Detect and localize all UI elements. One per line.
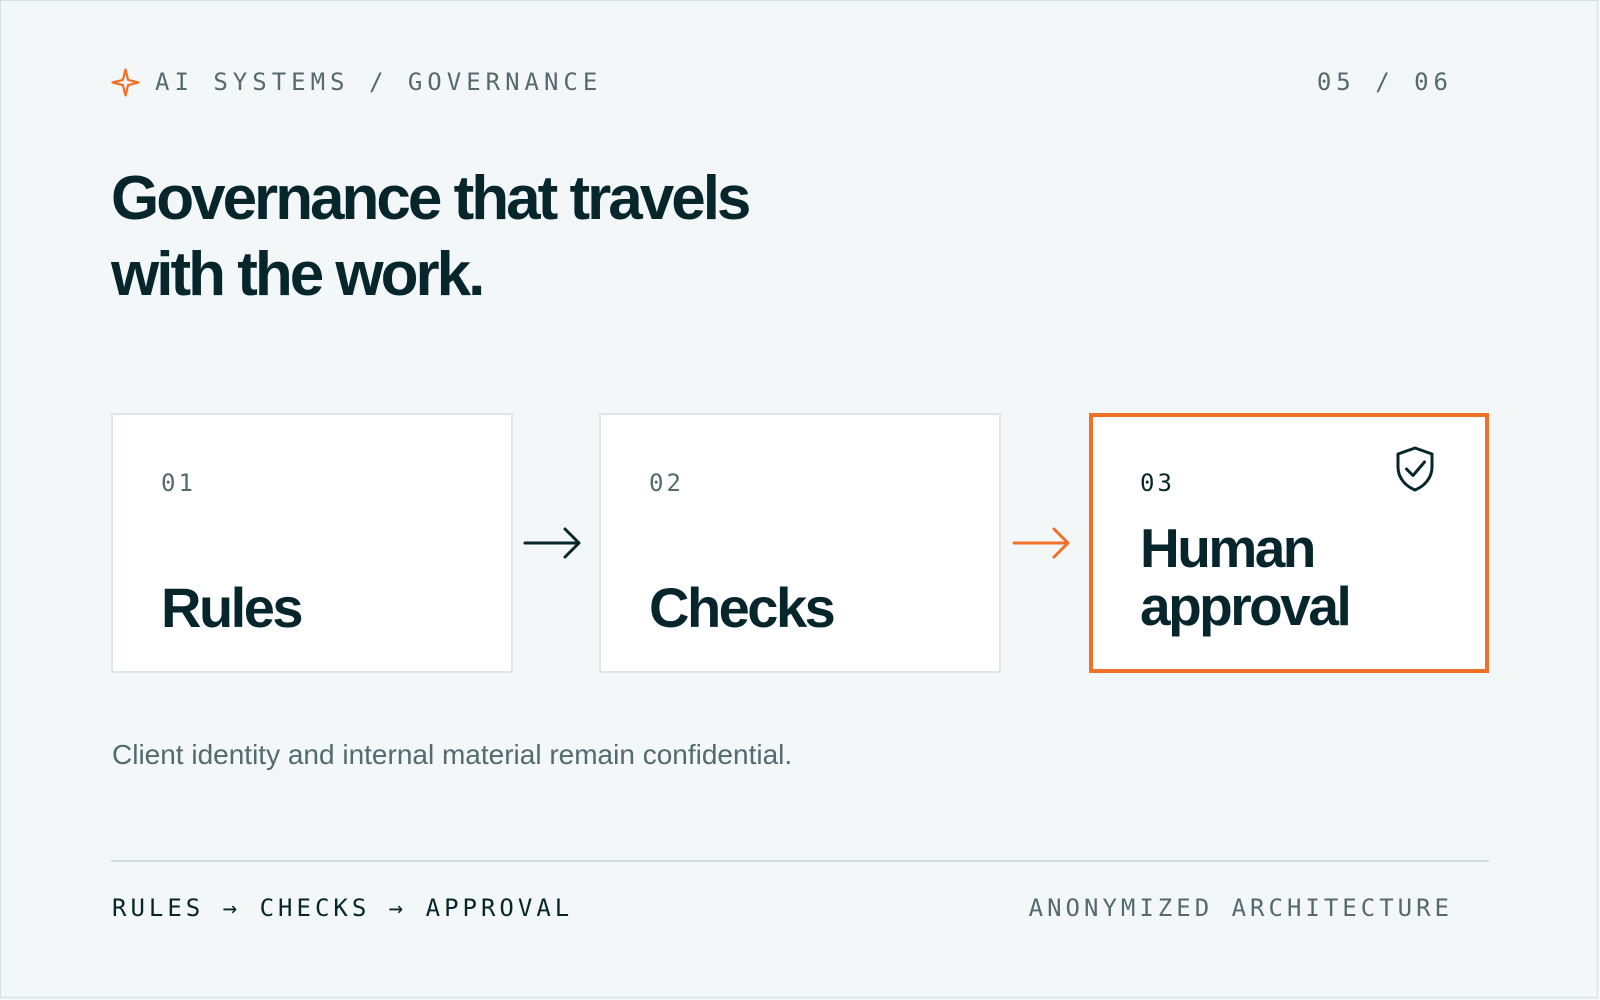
footer-divider (111, 860, 1489, 862)
accent-arrow-right-icon (1012, 527, 1070, 559)
step-number-human-approval: 03 (1140, 469, 1175, 497)
spark-icon (111, 67, 140, 97)
footer-note: ANONYMIZED ARCHITECTURE (1028, 894, 1453, 922)
page-counter: 05 / 06 (1316, 68, 1453, 96)
step-title-rules: Rules (161, 576, 304, 639)
step-card-checks: 02 Checks (599, 413, 1001, 673)
slide-headline: Governance that travels with the work. (111, 161, 871, 313)
step-title-human: Human (1140, 517, 1316, 579)
headline-line-two: with the work. (111, 240, 485, 309)
step-title-human-approval: Human approval (1140, 517, 1352, 637)
shield-check-icon (1396, 446, 1434, 492)
arrow-right-icon (523, 527, 581, 559)
step-title-approval: approval (1140, 575, 1352, 637)
step-card-rules: 01 Rules (111, 413, 513, 673)
step-title-checks: Checks (649, 576, 836, 639)
flow-summary: RULES → CHECKS → APPROVAL (112, 894, 574, 922)
breadcrumb-label: AI SYSTEMS / GOVERNANCE (155, 68, 603, 96)
headline-line-one: Governance that travels (111, 164, 751, 233)
step-number-checks: 02 (649, 469, 684, 497)
step-number-rules: 01 (161, 469, 196, 497)
confidentiality-caption: Client identity and internal material re… (112, 739, 793, 770)
breadcrumb: AI SYSTEMS / GOVERNANCE (111, 65, 602, 99)
step-card-human-approval: 03 Human approval (1089, 413, 1489, 673)
